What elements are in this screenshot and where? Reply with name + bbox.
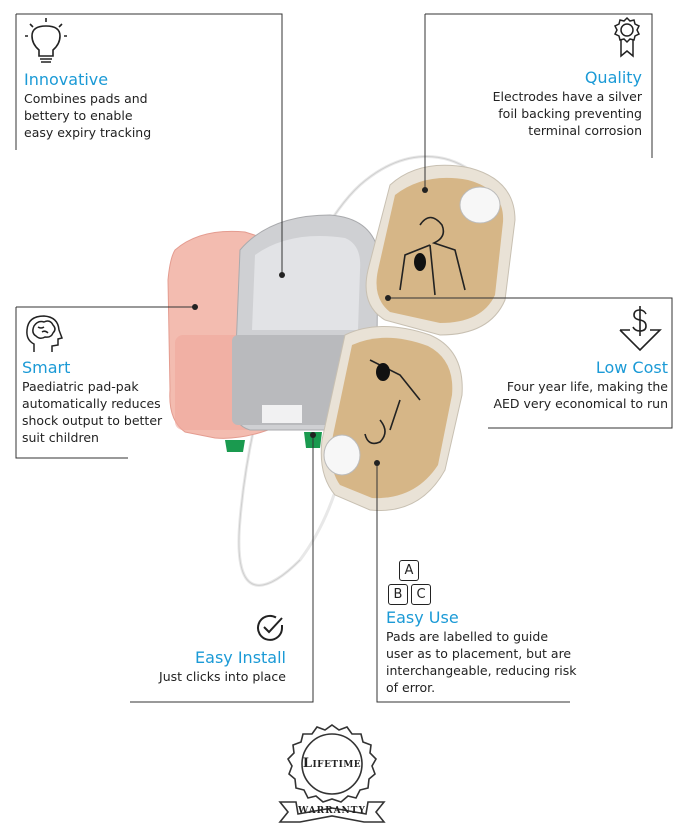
desc-line: easy expiry tracking xyxy=(24,125,152,140)
block-a: A xyxy=(399,560,419,581)
feature-description: Electrodes have a silver foil backing pr… xyxy=(480,88,642,139)
badge-top-text: Lifetime xyxy=(302,756,362,771)
feature-title: Innovative xyxy=(24,70,109,89)
lightbulb-icon xyxy=(25,18,67,63)
desc-line: suit children xyxy=(22,430,99,445)
desc-line: foil backing preventing xyxy=(498,106,642,121)
feature-easy-install: Easy Install Just clicks into place xyxy=(140,612,286,685)
desc-line: Paediatric pad-pak xyxy=(22,379,139,394)
award-ribbon-icon xyxy=(613,16,641,58)
lower-electrode-pad xyxy=(320,326,463,511)
feature-description: Combines pads and bettery to enable easy… xyxy=(24,90,151,141)
desc-line: interchangeable, reducing risk xyxy=(386,663,577,678)
feature-description: Just clicks into place xyxy=(140,668,286,685)
feature-quality: Quality Electrodes have a silver foil ba… xyxy=(480,16,642,139)
feature-innovative: Innovative Combines pads and bettery to … xyxy=(24,16,151,141)
desc-line: of error. xyxy=(386,680,436,695)
desc-line: shock output to better xyxy=(22,413,163,428)
block-b: B xyxy=(388,584,408,605)
feature-title: Smart xyxy=(22,358,71,377)
feature-low-cost: Low Cost Four year life, making the AED … xyxy=(470,304,668,412)
badge-bottom-text: Warranty xyxy=(298,806,366,816)
desc-line: terminal corrosion xyxy=(528,123,642,138)
desc-line: AED very economical to run xyxy=(493,396,668,411)
check-circle-icon xyxy=(257,614,283,641)
desc-line: user as to placement, but are xyxy=(386,646,572,661)
feature-title: Quality xyxy=(584,68,642,87)
upper-electrode-pad xyxy=(365,164,516,336)
feature-description: Four year life, making the AED very econ… xyxy=(470,378,668,412)
callout-lines xyxy=(15,13,673,703)
callout-dots xyxy=(192,187,428,466)
desc-line: automatically reduces xyxy=(22,396,161,411)
brain-head-icon xyxy=(26,315,63,352)
feature-smart: Smart Paediatric pad-pak automatically r… xyxy=(22,312,162,446)
desc-line: Electrodes have a silver xyxy=(492,89,642,104)
desc-line: Combines pads and xyxy=(24,91,148,106)
feature-title: Easy Use xyxy=(386,608,459,627)
grey-pad-pak xyxy=(232,214,379,448)
desc-line: Just clicks into place xyxy=(159,669,286,684)
feature-title: Low Cost xyxy=(595,358,668,377)
dollar-down-icon xyxy=(619,306,662,352)
badge-seal-icon xyxy=(278,724,386,823)
desc-line: Four year life, making the xyxy=(506,379,668,394)
desc-line: bettery to enable xyxy=(24,108,133,123)
desc-line: Pads are labelled to guide xyxy=(386,629,549,644)
abc-blocks-icon: A B C xyxy=(386,560,436,608)
feature-description: Paediatric pad-pak automatically reduces… xyxy=(22,378,162,446)
feature-title: Easy Install xyxy=(195,648,286,667)
block-c: C xyxy=(411,584,431,605)
feature-easy-use: A B C Easy Use Pads are labelled to guid… xyxy=(386,560,577,696)
lifetime-warranty-badge: Lifetime Warranty xyxy=(276,722,388,830)
feature-description: Pads are labelled to guide user as to pl… xyxy=(386,628,577,696)
